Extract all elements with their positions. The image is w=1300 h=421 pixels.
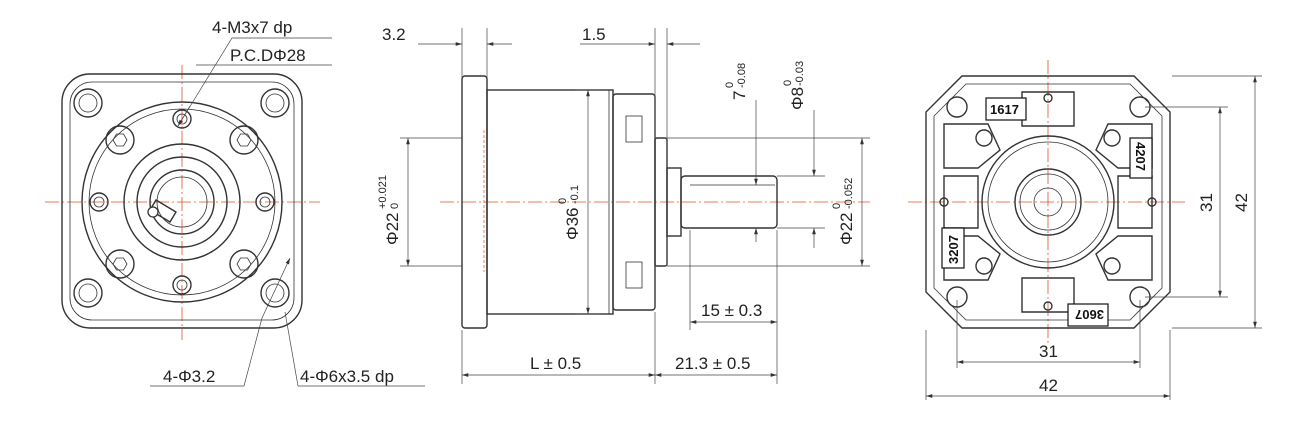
left-pilot-mid [136,156,228,248]
right-spline-bore [1014,168,1082,236]
dim-phi22-left-lower: 0 [389,203,401,209]
dim-phi22-left-upper: +0.021 [377,175,389,209]
dim-shaft-main: Φ8 [788,87,807,110]
dim-phi22-right-group: Φ22 0 -0.052 [831,178,856,245]
left-leader-m3 [177,37,332,127]
left-bore-inner [156,176,208,228]
side-output-shaft [680,175,778,229]
left-pilot-outer [123,143,241,261]
dim-phi36-upper: 0 [557,198,569,204]
dim-shaft-lower: -0.03 [794,61,806,86]
side-view: 3.2 1.5 Φ22 +0.021 0 Φ36 0 -0.1 7 0 -0.0… [377,25,870,384]
stamp-bottom: 3607 [1075,307,1104,322]
left-body-inner [88,108,276,296]
dim-phi22-left-group: Φ22 +0.021 0 [377,175,402,245]
callout-hole6: 4-Φ6x3.5 dp [300,367,394,386]
stamp-left: 3207 [946,235,961,264]
dim-phi36-main: Φ36 [563,208,582,240]
left-bore [149,169,215,235]
dim-shaft-group: Φ8 0 -0.03 [782,61,807,110]
callout-m3: 4-M3x7 dp [212,18,292,37]
stamp-top-box: 1617 [985,97,1027,121]
dim-phi36-lower: -0.1 [569,185,581,204]
dim-key-lower: -0.08 [736,63,748,88]
dim-phi22-left-main: Φ22 [383,213,402,245]
dim-key-upper: 0 [724,82,736,88]
dim-phi22-right-upper: 0 [831,203,843,209]
right-pockets [943,91,1153,313]
left-socket-screws [105,125,259,279]
left-square-flange [61,73,303,329]
left-leader-hole32 [150,317,263,387]
left-body-circle [81,101,283,303]
dim-step-text: 1.5 [582,25,606,44]
right-hub-outer [981,135,1115,269]
dim-phi22-right-lower: -0.052 [843,178,855,209]
left-corner-holes [73,88,290,308]
callout-pcd: P.C.DΦ28 [230,46,306,65]
dim-phi36-group: Φ36 0 -0.1 [557,185,582,240]
left-tapped-holes [89,109,275,295]
left-clamp-slot [149,199,177,223]
dim-body-text: L ± 0.5 [530,354,581,373]
dim-h31-text: 31 [1039,342,1058,361]
stamp-right-box: 4207 [1129,137,1153,179]
left-view: 4-M3x7 dp P.C.DΦ28 4-Φ3.2 4-Φ6x3.5 dp [45,18,425,387]
left-leader-hole6 [284,311,299,387]
dim-shaft-upper: 0 [782,80,794,86]
dim-v42-text: 42 [1232,193,1251,212]
left-flange-inner [69,81,295,321]
dim-keylen-text: 15 ± 0.3 [701,301,762,320]
dim-key-main: 7 [730,91,749,100]
right-view: 1617 4207 3207 3607 31 42 [908,60,1262,400]
stamp-right: 4207 [1133,142,1148,171]
dim-v31-text: 31 [1197,193,1216,212]
callout-hole32: 4-Φ3.2 [163,367,215,386]
dim-h42-text: 42 [1039,376,1058,395]
dim-key-group: 7 0 -0.08 [724,63,749,100]
stamp-left-box: 3207 [941,227,965,269]
dim-flange-text: 3.2 [382,25,406,44]
dim-shaftlen-text: 21.3 ± 0.5 [675,354,751,373]
stamp-top: 1617 [990,102,1019,117]
dim-phi22-right-main: Φ22 [837,213,856,245]
right-small-holes [939,93,1157,311]
left-clamp-screw [147,206,159,218]
stamp-bottom-box: 3607 [1067,303,1109,327]
right-flange-outline [925,75,1171,329]
